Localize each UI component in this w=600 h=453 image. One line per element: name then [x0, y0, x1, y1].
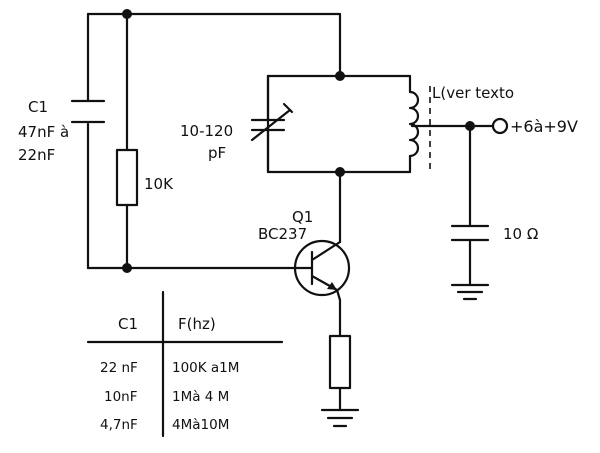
junction-dot: [122, 9, 132, 19]
c1-value-label-2: 22nF: [18, 146, 55, 164]
junction-dot: [122, 263, 132, 273]
table-header-c1: C1: [118, 315, 138, 333]
table-cell-freq: 1Mà 4 M: [172, 389, 229, 405]
frequency-table: C1 F(hz) 22 nF 100K a1M 10nF 1Mà 4 M 4,7…: [86, 290, 284, 438]
junction-dot: [335, 167, 345, 177]
supply-terminal: [491, 117, 509, 135]
junctions: [122, 9, 475, 273]
variable-capacitor-label-1: 10-120: [180, 122, 233, 140]
inductor-label: L(ver texto: [432, 84, 514, 102]
c1-name-label: C1: [28, 98, 48, 116]
resistor-10k: [115, 148, 139, 207]
emitter-resistor: [328, 334, 352, 390]
table-cell-freq: 100K a1M: [172, 360, 239, 376]
supply-label: +6à+9V: [510, 117, 578, 136]
transistor-q1: [293, 239, 351, 297]
variable-capacitor: [250, 74, 294, 174]
transistor-part-label: BC237: [258, 225, 307, 243]
wiring: [86, 12, 494, 412]
table-cell-freq: 4Mà10M: [172, 417, 229, 433]
c1-value-label-1: 47nF à: [18, 123, 69, 141]
table-cell-c1: 22 nF: [100, 360, 138, 376]
inductor: [408, 86, 431, 170]
junction-dot: [335, 71, 345, 81]
junction-dot: [465, 121, 475, 131]
c1-capacitor: [70, 99, 106, 124]
table-cell-c1: 4,7nF: [100, 417, 138, 433]
table-cell-c1: 10nF: [104, 389, 138, 405]
bypass-capacitor-label: 10 Ω: [503, 225, 538, 243]
variable-capacitor-label-2: pF: [208, 144, 226, 162]
ground-symbol: [450, 283, 490, 301]
table-header-freq: F(hz): [178, 315, 216, 333]
transistor-name-label: Q1: [292, 208, 313, 226]
ground-symbol: [320, 408, 360, 428]
bypass-capacitor: [450, 224, 490, 242]
resistor-10k-label: 10K: [144, 175, 174, 193]
